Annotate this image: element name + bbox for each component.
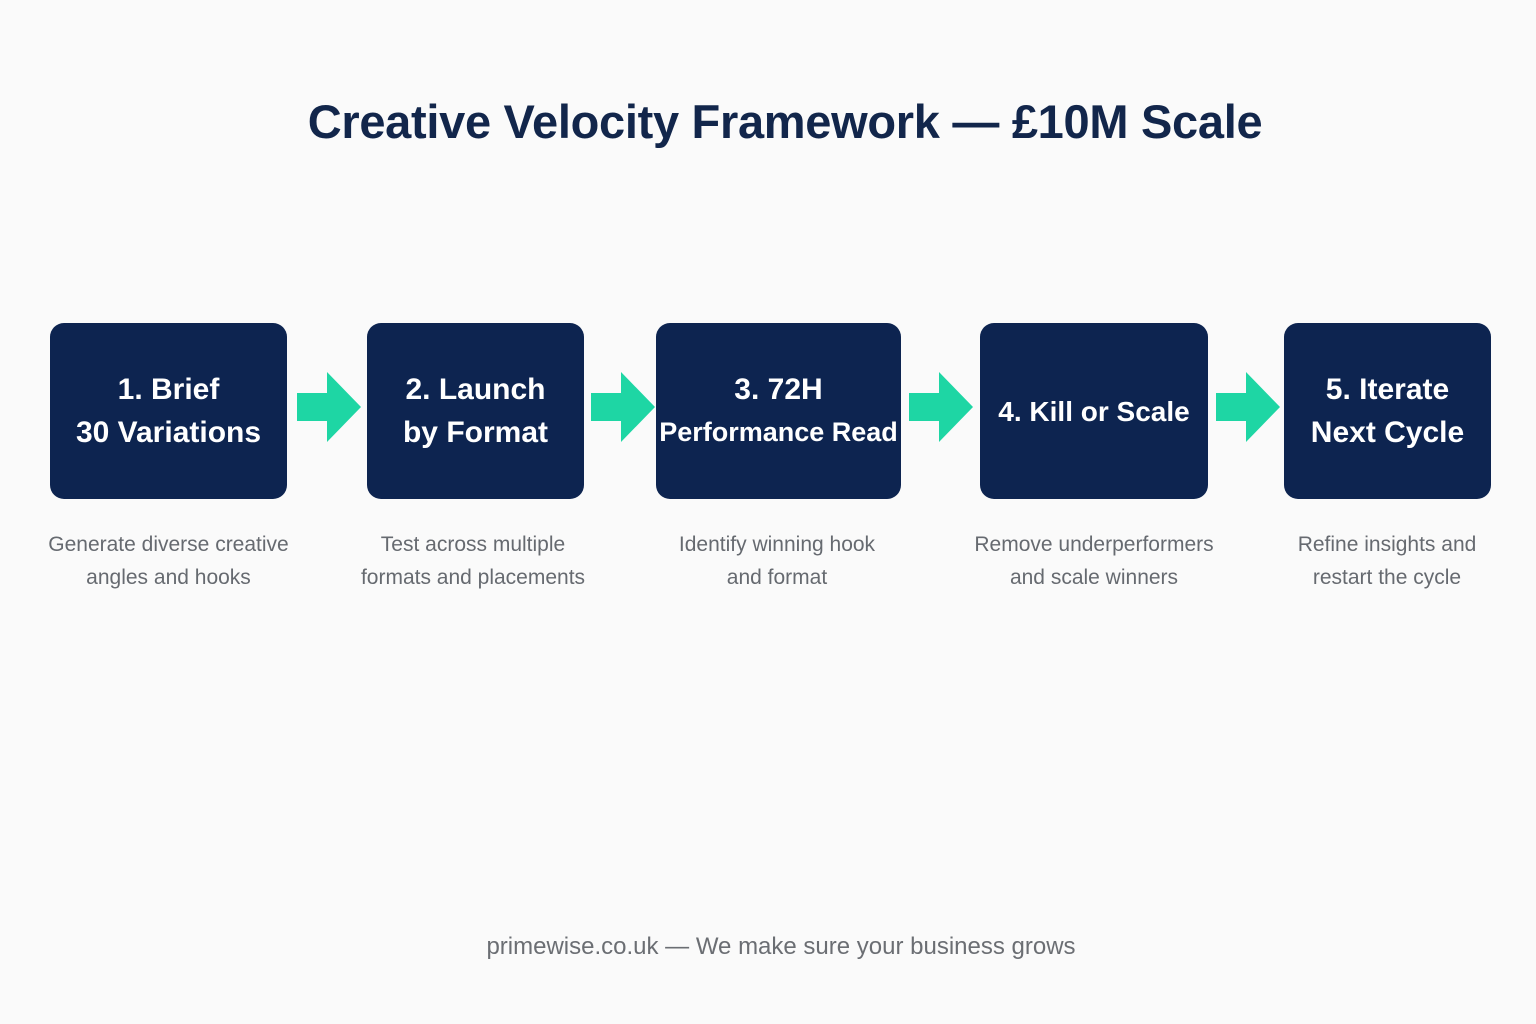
- step-2-description: Test across multiple formats and placeme…: [334, 528, 612, 594]
- step-3-desc-line1: Identify winning hook: [678, 533, 876, 556]
- step-2-subtitle: by Format: [402, 416, 549, 449]
- step-1-description: Generate diverse creative angles and hoo…: [30, 528, 307, 594]
- step-5-box: 5. Iterate Next Cycle: [1284, 323, 1491, 499]
- step-1-box: 1. Brief 30 Variations: [50, 323, 287, 499]
- page-title: Creative Velocity Framework — £10M Scale: [307, 95, 1263, 148]
- step-1-subtitle: 30 Variations: [75, 416, 262, 449]
- step-4-desc-line1: Remove underperformers: [974, 533, 1214, 556]
- right-arrow-icon: [591, 372, 655, 442]
- step-3-description: Identify winning hook and format: [638, 528, 916, 594]
- step-4-desc-line2: and scale winners: [1009, 566, 1179, 589]
- right-arrow-icon: [297, 372, 361, 442]
- footer-tagline: primewise.co.uk — We make sure your busi…: [486, 933, 1076, 960]
- step-4-box: 4. Kill or Scale: [980, 323, 1208, 499]
- step-4-title: 4. Kill or Scale: [998, 395, 1190, 427]
- step-5-subtitle: Next Cycle: [1310, 416, 1465, 449]
- step-2-box: 2. Launch by Format: [367, 323, 584, 499]
- right-arrow-icon: [909, 372, 973, 442]
- right-arrow-icon: [1216, 372, 1280, 442]
- step-3-subtitle: Performance Read: [659, 417, 898, 447]
- step-5-desc-line1: Refine insights and: [1297, 533, 1477, 556]
- step-1-desc-line2: angles and hooks: [86, 566, 251, 589]
- step-4-description: Remove underperformers and scale winners: [954, 528, 1234, 594]
- step-5-description: Refine insights and restart the cycle: [1262, 528, 1512, 594]
- step-3-title: 3. 72H: [734, 373, 823, 406]
- step-3-desc-line2: and format: [726, 566, 828, 589]
- step-2-title: 2. Launch: [405, 373, 546, 406]
- step-5-title: 5. Iterate: [1325, 373, 1450, 406]
- step-2-desc-line1: Test across multiple: [380, 533, 566, 556]
- step-2-desc-line2: formats and placements: [360, 566, 586, 589]
- step-3-box: 3. 72H Performance Read: [656, 323, 901, 499]
- step-5-desc-line2: restart the cycle: [1312, 566, 1462, 589]
- step-1-desc-line1: Generate diverse creative: [48, 533, 289, 556]
- step-1-title: 1. Brief: [117, 373, 220, 406]
